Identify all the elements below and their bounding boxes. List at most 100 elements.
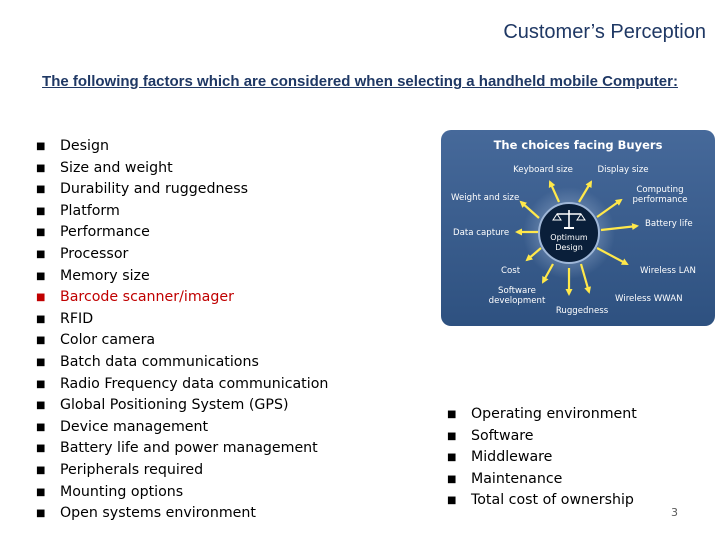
label-wireless-wwan: Wireless WWAN (615, 294, 683, 304)
square-bullet-icon: ■ (36, 464, 46, 476)
list-item: ■Processor (36, 244, 328, 266)
list-item-label: Device management (60, 418, 209, 435)
list-item-label: Batch data communications (60, 353, 259, 370)
list-item-label: Size and weight (60, 159, 173, 176)
label-cost: Cost (501, 266, 521, 276)
list-item: ■ Mounting options (36, 482, 328, 504)
square-bullet-icon: ■ (36, 378, 46, 390)
list-item-label: Software (471, 427, 534, 444)
list-item: ■ Radio Frequency data communication (36, 374, 328, 396)
square-bullet-icon: ■ (36, 292, 46, 304)
square-bullet-icon: ■ (36, 421, 46, 433)
list-item-label: Radio Frequency data communication (60, 375, 329, 392)
list-item: ■ Total cost of ownership (447, 490, 637, 512)
square-bullet-icon: ■ (36, 184, 46, 196)
list-item: ■ Barcode scanner/imager (36, 287, 328, 309)
slide-subtitle: The following factors which are consider… (42, 73, 678, 90)
square-bullet-icon: ■ (36, 313, 46, 325)
list-item-label: Peripherals required (60, 461, 204, 478)
list-item: ■ Operating environment (447, 404, 637, 426)
list-item-label: Color camera (60, 332, 156, 349)
label-software-development-line-2: development (489, 296, 546, 306)
diagram-arrows (515, 180, 639, 296)
square-bullet-icon: ■ (36, 162, 46, 174)
list-item-label: Total cost of ownership (471, 492, 634, 509)
list-item: ■ Batch data communications (36, 352, 328, 374)
list-item-label: Durability and ruggedness (60, 181, 249, 198)
list-item: ■Design (36, 136, 328, 158)
list-item-label: Global Positioning System (GPS) (60, 397, 289, 414)
list-item: ■ Maintenance (447, 469, 637, 491)
label-weight-and-size: Weight and size (451, 193, 519, 203)
buyer-choices-diagram: The choices facing Buyers Optimum Design (441, 130, 715, 326)
square-bullet-icon: ■ (36, 335, 46, 347)
square-bullet-icon: ■ (36, 270, 46, 282)
square-bullet-icon: ■ (447, 495, 457, 507)
list-item: ■ Size and weight (36, 158, 328, 180)
list-item-label: Processor (60, 245, 129, 262)
list-item-label: Memory size (60, 267, 150, 284)
arrow-computing-performance (596, 198, 623, 218)
list-item: ■ RFID (36, 309, 328, 331)
label-data-capture: Data capture (453, 228, 509, 238)
list-item: ■ Global Positioning System (GPS) (36, 395, 328, 417)
list-item-label: Open systems environment (60, 505, 256, 522)
square-bullet-icon: ■ (36, 400, 46, 412)
label-computing-performance-line-2: performance (632, 195, 687, 205)
label-software-development-line-1: Software (498, 286, 536, 296)
square-bullet-icon: ■ (36, 508, 46, 520)
hub-label-line-1: Optimum (550, 233, 588, 242)
square-bullet-icon: ■ (36, 227, 46, 239)
hub-label-line-2: Design (555, 243, 583, 252)
list-item: ■ Battery life and power management (36, 438, 328, 460)
buyer-choices-graphic: The choices facing Buyers Optimum Design (441, 130, 715, 326)
square-bullet-icon: ■ (36, 486, 46, 498)
label-keyboard-size: Keyboard size (513, 165, 573, 175)
square-bullet-icon: ■ (447, 430, 457, 442)
square-bullet-icon: ■ (447, 409, 457, 420)
arrow-battery-life (600, 223, 639, 232)
cost-factor-list: ■ Operating environment ■ Software ■ Middle… (447, 404, 637, 512)
list-item-label: Platform (60, 202, 120, 219)
list-item-label: Design (60, 138, 109, 154)
list-item-label: Maintenance (471, 470, 563, 487)
selection-factor-list: ■Design ■Size and weight ■Durability and… (36, 136, 328, 525)
list-item-label: Operating environment (471, 406, 637, 422)
label-ruggedness: Ruggedness (556, 306, 609, 316)
list-item: ■ Memory size (36, 266, 328, 288)
list-item: ■ Software (447, 426, 637, 448)
square-bullet-icon: ■ (447, 473, 457, 485)
list-item: ■ Performance (36, 222, 328, 244)
list-item-label: Battery life and power management (60, 440, 318, 457)
arrow-keyboard-size (548, 180, 561, 203)
list-item: ■ Color camera (36, 330, 328, 352)
list-item: ■ Peripherals required (36, 460, 328, 482)
list-item: ■ Open systems environment (36, 503, 328, 525)
label-computing-performance-line-1: Computing (636, 185, 683, 195)
list-item-label: Mounting options (60, 483, 184, 500)
square-bullet-icon: ■ (36, 443, 46, 455)
arrow-software-development (542, 263, 554, 284)
square-bullet-icon: ■ (447, 452, 457, 464)
list-item: ■ Device management (36, 417, 328, 439)
page-number: 3 (671, 506, 678, 519)
label-display-size: Display size (597, 165, 648, 175)
list-item-label: Middleware (471, 449, 553, 466)
arrow-wireless-wwan (579, 263, 591, 294)
list-item: ■ Durability and ruggedness (36, 179, 328, 201)
arrow-weight-and-size (519, 200, 540, 219)
arrow-cost (525, 247, 542, 262)
list-item-label: RFID (60, 310, 94, 327)
arrow-display-size (578, 180, 593, 203)
list-item-label: Barcode scanner/imager (60, 289, 234, 306)
slide-title: Customer’s Perception (503, 21, 706, 43)
diagram-title: The choices facing Buyers (494, 138, 663, 152)
arrow-wireless-lan (596, 247, 629, 265)
list-item: ■ Platform (36, 201, 328, 223)
balance-scale-icon (552, 210, 586, 229)
square-bullet-icon: ■ (36, 356, 46, 368)
label-battery-life: Battery life (645, 219, 693, 229)
square-bullet-icon: ■ (36, 205, 46, 217)
label-wireless-lan: Wireless LAN (640, 266, 696, 276)
list-item-label: Performance (60, 224, 150, 241)
